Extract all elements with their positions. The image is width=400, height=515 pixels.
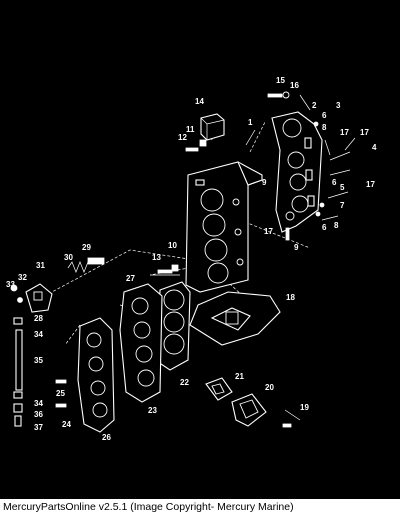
callout-4: 4 (372, 143, 377, 152)
callout-22: 22 (180, 378, 189, 387)
callout-26: 26 (102, 433, 111, 442)
callout-17b: 17 (360, 128, 369, 137)
callout-20: 20 (265, 383, 274, 392)
callout-3: 3 (336, 101, 341, 110)
callout-16: 16 (290, 81, 299, 90)
callout-6b: 6 (332, 178, 337, 187)
fuel-pump (25, 283, 53, 313)
callout-6c: 6 (322, 223, 327, 232)
callout-21: 21 (235, 372, 244, 381)
callout-17d: 17 (264, 227, 273, 236)
intake-manifold (77, 317, 115, 433)
callout-34a: 34 (34, 330, 43, 339)
intake-gasket (157, 281, 191, 371)
callout-9b: 9 (294, 243, 299, 252)
callout-1: 1 (248, 118, 253, 127)
copyright-footer: MercuryPartsOnline v2.5.1 (Image Copyrig… (0, 499, 400, 515)
small-bolts (157, 139, 292, 428)
cover-plate-20 (231, 393, 267, 427)
callout-19: 19 (300, 403, 309, 412)
callout-7: 7 (340, 201, 345, 210)
callout-14: 14 (195, 97, 204, 106)
callout-29: 29 (82, 243, 91, 252)
reed-block (119, 283, 163, 403)
callout-13: 13 (152, 253, 161, 262)
callout-5: 5 (340, 183, 345, 192)
exploded-parts-diagram: 1 2 3 4 5 6 6 6 7 8 8 9 9 10 11 12 13 14… (6, 76, 377, 442)
callout-8a: 8 (322, 123, 327, 132)
callout-2: 2 (312, 101, 317, 110)
callout-35: 35 (34, 356, 43, 365)
callout-9a: 9 (262, 178, 267, 187)
callout-8b: 8 (334, 221, 339, 230)
callout-17c: 17 (366, 180, 375, 189)
spring-assembly (67, 257, 105, 273)
cylinder-head (271, 111, 351, 233)
cylinder-block (185, 161, 263, 293)
callout-24: 24 (62, 420, 71, 429)
callout-12: 12 (178, 133, 187, 142)
callout-labels: 1 2 3 4 5 6 6 6 7 8 8 9 9 10 11 12 13 14… (6, 76, 377, 442)
callout-11: 11 (186, 125, 195, 134)
callout-32: 32 (18, 273, 27, 282)
cover-box (200, 113, 225, 141)
callout-28: 28 (34, 314, 43, 323)
callout-33: 33 (6, 280, 15, 289)
callout-23: 23 (148, 406, 157, 415)
callout-34b: 34 (34, 399, 43, 408)
screw-and-washer (267, 91, 290, 99)
callout-10: 10 (168, 241, 177, 250)
callout-15: 15 (276, 76, 285, 85)
exhaust-gasket (189, 291, 281, 346)
callout-27: 27 (126, 274, 135, 283)
callout-6a: 6 (322, 111, 327, 120)
fuel-hose-and-fittings (10, 284, 67, 427)
callout-37: 37 (34, 423, 43, 432)
callout-17a: 17 (340, 128, 349, 137)
callout-31: 31 (36, 261, 45, 270)
callout-30: 30 (64, 253, 73, 262)
callout-25: 25 (56, 389, 65, 398)
callout-36: 36 (34, 410, 43, 419)
callout-18: 18 (286, 293, 295, 302)
cover-plate-21 (205, 377, 233, 401)
